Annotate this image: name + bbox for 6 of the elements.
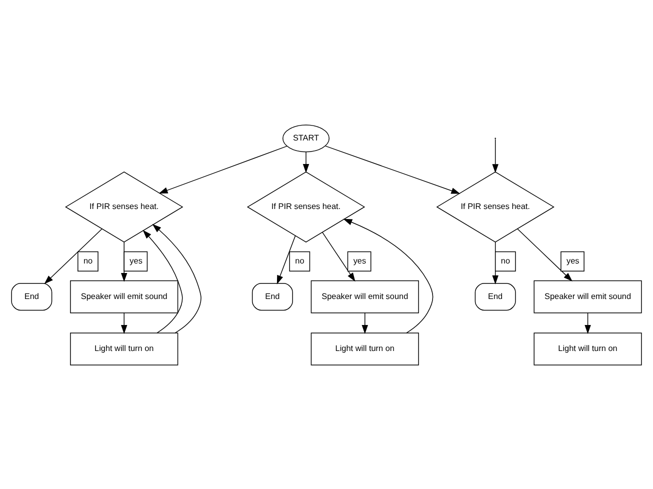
edge-label: yes [566,256,580,265]
edge-label: no [295,256,304,265]
edge-label: no [83,256,93,265]
edge-label: yes [130,256,142,265]
edge-label: yes [353,256,366,265]
edge-label: no [500,256,510,265]
